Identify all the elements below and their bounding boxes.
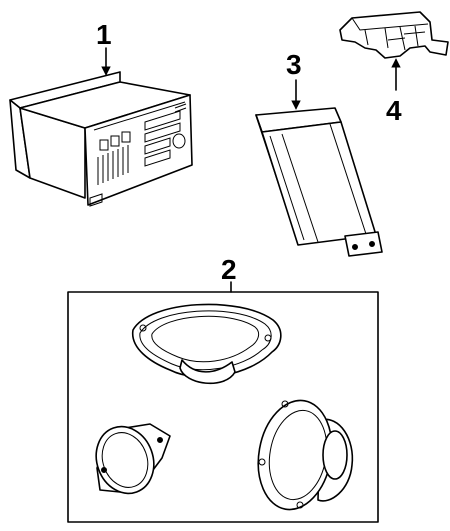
mounting-bracket[interactable] <box>339 11 449 59</box>
callout-2: 2 <box>221 254 237 285</box>
callout-3: 3 <box>286 49 302 80</box>
callout-1: 1 <box>96 19 112 50</box>
radio-receiver[interactable] <box>9 71 193 207</box>
round-speaker-large[interactable] <box>250 395 354 516</box>
oval-speaker[interactable] <box>132 303 282 385</box>
round-speaker-small[interactable] <box>87 418 171 501</box>
callout-4: 4 <box>386 95 402 126</box>
amplifier[interactable] <box>255 107 383 257</box>
speaker-group-frame <box>67 291 379 523</box>
